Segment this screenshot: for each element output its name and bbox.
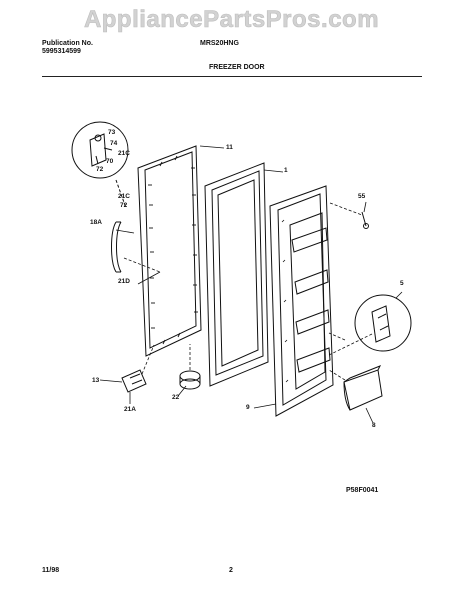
callout-11: 11 (226, 144, 233, 151)
hinge-detail-view (71, 121, 129, 209)
section-title: FREEZER DOOR (209, 64, 265, 71)
callout-5: 5 (400, 280, 404, 287)
door-gasket-part (204, 162, 269, 387)
footer-page-number: 2 (229, 567, 233, 574)
bushing-part (179, 370, 201, 390)
publication-label: Publication No. (42, 40, 93, 47)
door-frame-part (137, 145, 202, 357)
callout-21c-mid: 21C (118, 193, 130, 200)
callout-18a: 18A (90, 219, 102, 226)
callout-72-mid: 72 (120, 202, 128, 209)
callout-74: 74 (110, 140, 118, 147)
callout-70: 70 (106, 158, 114, 165)
callout-73: 73 (108, 129, 116, 136)
model-number: MRS20HNG (200, 40, 239, 47)
callout-21d: 21D (118, 278, 130, 285)
callout-72-top: 72 (96, 166, 104, 173)
door-handle-part (111, 221, 122, 273)
callout-1: 1 (284, 167, 288, 174)
door-liner-part (269, 185, 334, 417)
door-bin-part (343, 365, 383, 411)
callout-22: 22 (172, 394, 180, 401)
callout-13: 13 (92, 377, 100, 384)
callout-9: 9 (246, 404, 250, 411)
callout-21a: 21A (124, 406, 136, 413)
bottom-bracket-part (121, 369, 147, 393)
header-rule (42, 76, 422, 77)
watermark: AppliancePartsPros.com (83, 6, 380, 34)
publication-number: 5995314599 (42, 48, 81, 55)
footer-date: 11/98 (42, 567, 60, 574)
clip-detail-view (354, 294, 412, 352)
callout-8: 8 (372, 422, 376, 429)
figure-code: P58F0041 (346, 487, 379, 494)
callout-21c-top: 21C (118, 150, 130, 157)
callout-55: 55 (358, 193, 366, 200)
screw-part (361, 211, 369, 229)
